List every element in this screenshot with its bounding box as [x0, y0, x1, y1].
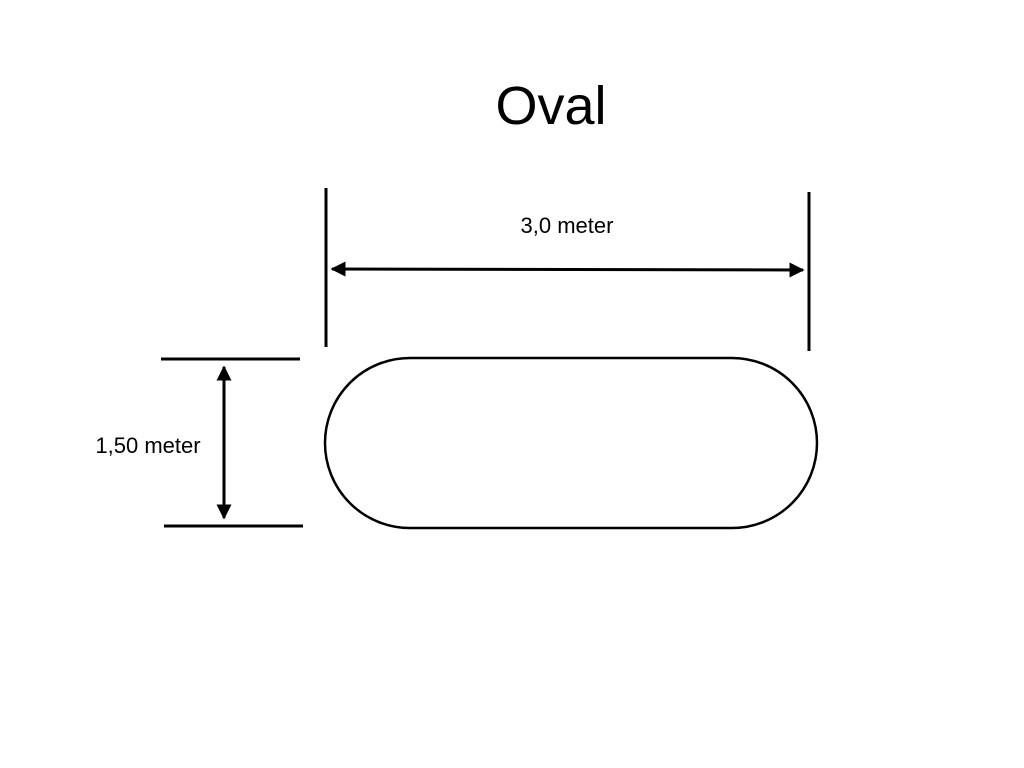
- diagram-title: Oval: [495, 76, 606, 136]
- width-dimension-arrow: [330, 261, 805, 278]
- width-label: 3,0 meter: [521, 213, 614, 238]
- height-label: 1,50 meter: [95, 433, 200, 458]
- oval-shape: [323, 356, 819, 530]
